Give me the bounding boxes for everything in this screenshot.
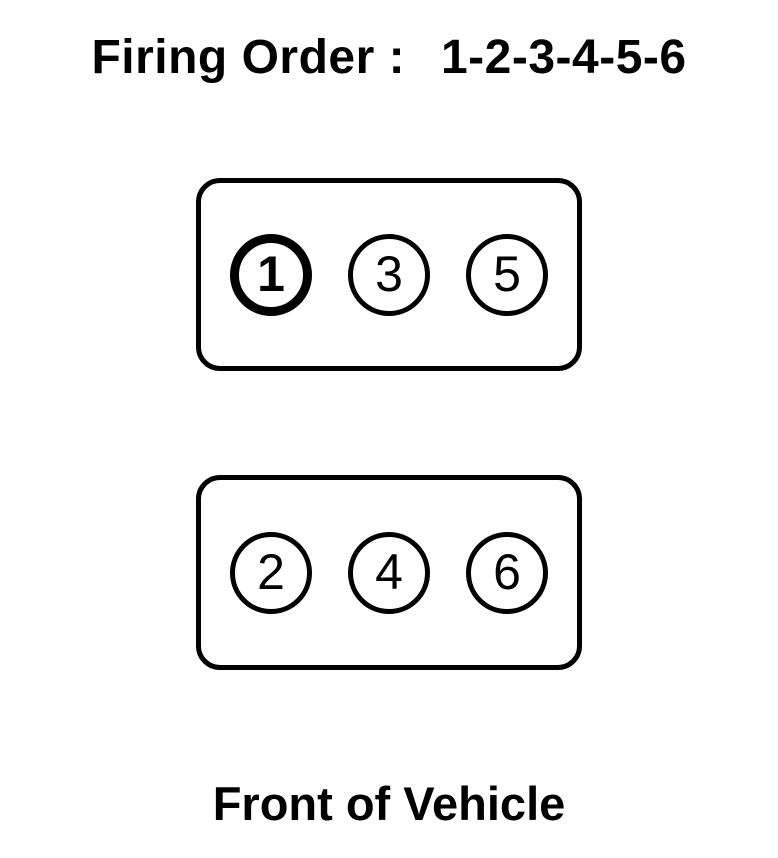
cylinder-4-number: 4 [375,543,403,600]
cylinder-bank-even: 2 4 6 [196,475,582,670]
cylinder-1-circle: 1 [230,233,312,316]
cylinder-2-circle: 2 [230,531,312,614]
cylinder-1-number: 1 [257,245,285,302]
cylinder-3-circle: 3 [348,233,430,316]
cylinder-6-number: 6 [493,543,521,600]
cylinder-2-number: 2 [257,543,285,600]
diagram-title: Firing Order : 1-2-3-4-5-6 [0,30,778,85]
cylinder-4-circle: 4 [348,531,430,614]
cylinder-6-circle: 6 [466,531,548,614]
cylinder-bank-odd: 1 3 5 [196,178,582,371]
cylinder-5-number: 5 [493,245,521,302]
cylinder-3-number: 3 [375,245,403,302]
cylinder-5-circle: 5 [466,233,548,316]
firing-order-label: Firing Order : [91,31,406,84]
front-of-vehicle-label: Front of Vehicle [212,777,566,830]
firing-order-sequence: 1-2-3-4-5-6 [440,31,687,84]
